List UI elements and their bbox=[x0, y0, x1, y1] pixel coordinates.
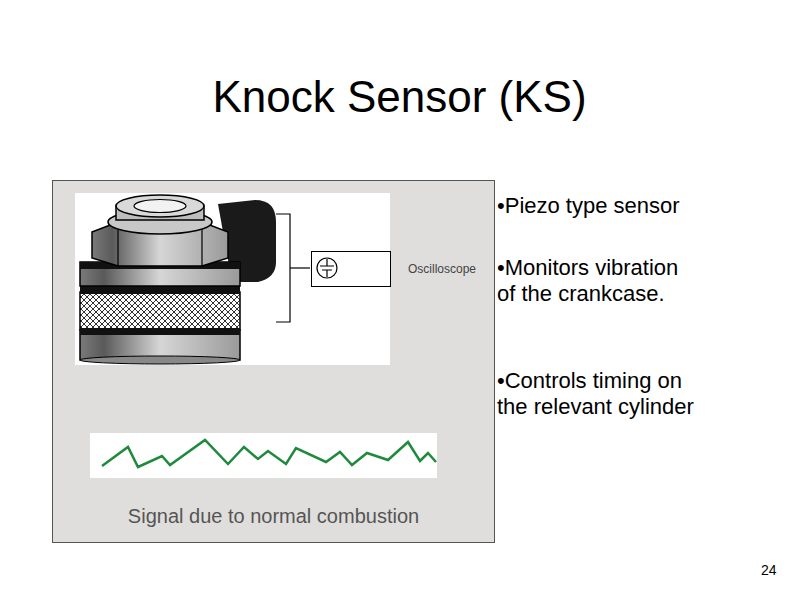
oscilloscope-box: Oscilloscope bbox=[311, 251, 391, 287]
bullet-text: •Piezo type sensor bbox=[497, 193, 747, 219]
caption-text: Signal due to normal combustion bbox=[53, 505, 494, 528]
bullet-text: •Controls timing on the relevant cylinde… bbox=[497, 368, 697, 420]
node-label: Oscilloscope bbox=[408, 262, 476, 276]
meter-symbol bbox=[317, 258, 337, 278]
piezo-element bbox=[80, 292, 240, 330]
page-number: 24 bbox=[761, 562, 791, 578]
sensor-band bbox=[80, 328, 240, 335]
bullet-text: •Monitors vibration of the crankcase. bbox=[497, 255, 697, 307]
illustration-ground bbox=[75, 193, 390, 365]
bolt-hole bbox=[134, 200, 186, 213]
sensor-band bbox=[80, 286, 240, 294]
signal-panel: Signal due to normal combustion Oscillosc… bbox=[52, 180, 495, 543]
slide-title: Knock Sensor (KS) bbox=[0, 72, 799, 122]
signal-waveform bbox=[102, 440, 436, 467]
wire bbox=[290, 267, 310, 268]
panel-ground bbox=[52, 180, 495, 543]
waveform-ground bbox=[90, 433, 437, 478]
wire bbox=[276, 214, 290, 322]
